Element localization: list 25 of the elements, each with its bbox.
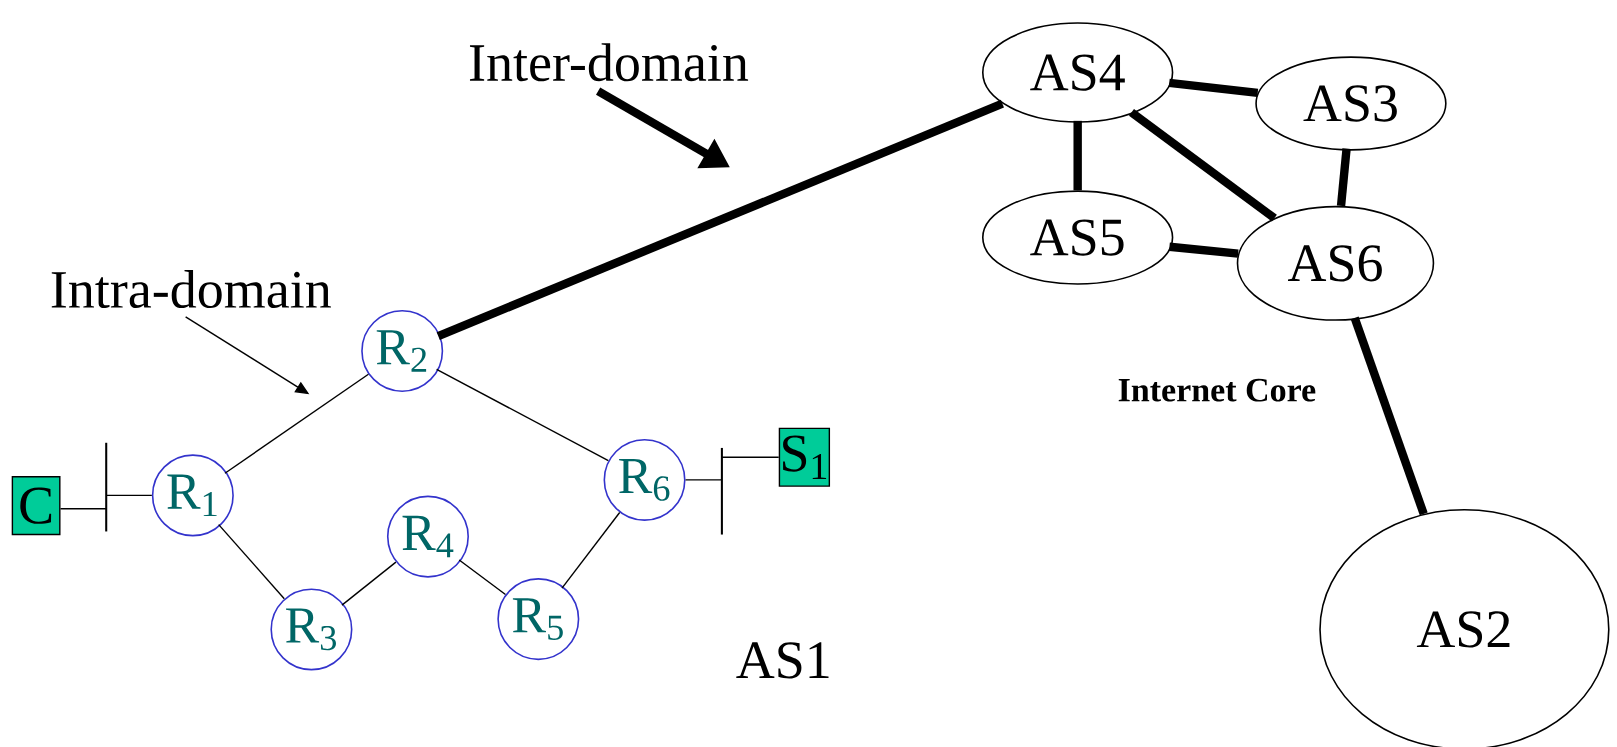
thick-link-line: [1129, 109, 1277, 222]
thick-link-line: [1073, 120, 1082, 191]
thick-link-line: [1168, 78, 1259, 98]
thick-link-line: [1336, 148, 1351, 207]
host-box: C: [11, 476, 61, 536]
link-line: [224, 373, 370, 474]
thick-link-line: [436, 99, 1004, 340]
callout-text: Intra-domain: [51, 270, 331, 309]
link-line: [59, 508, 107, 510]
link-line: [105, 494, 153, 497]
link-line: [435, 368, 610, 462]
host-box: S$_{1}$: [778, 427, 831, 487]
callout-text: Inter-domain: [470, 43, 749, 82]
text-label: Internet Core: [1118, 378, 1316, 402]
link-line: [721, 456, 780, 458]
thick-link-line: [1169, 242, 1239, 258]
link-line: [458, 559, 507, 596]
link-line: [341, 561, 397, 606]
link-line: [684, 479, 723, 481]
lan-segment-bar: [720, 447, 723, 535]
link-line: [218, 523, 285, 600]
lan-segment-bar: [105, 442, 108, 532]
thick-link-line: [1350, 316, 1428, 516]
text-label: AS1: [736, 642, 829, 679]
link-line: [561, 511, 621, 589]
